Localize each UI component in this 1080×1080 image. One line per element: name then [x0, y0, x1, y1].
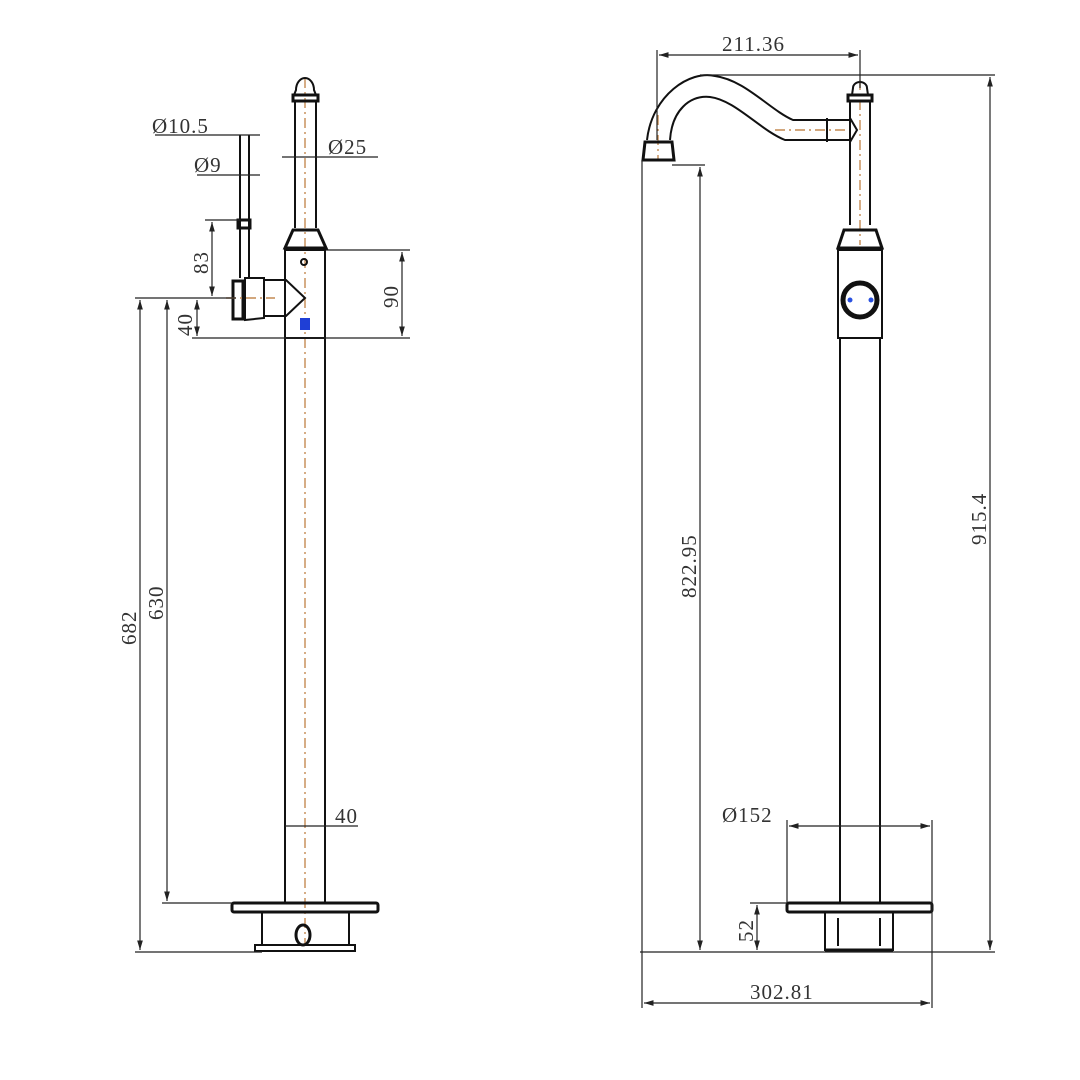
dim-pipe-dia: Ø25 [328, 135, 367, 159]
dim-base-dia: Ø152 [722, 803, 773, 827]
mixer-outline [641, 74, 934, 952]
dim-height-to-plate: 630 [144, 586, 168, 621]
front-view: 211.36 915.4 822.95 Ø152 52 302.81 [640, 32, 995, 1008]
dimension-lines [644, 52, 993, 1006]
dim-height-to-handle: 682 [117, 611, 141, 646]
extension-lines [135, 219, 410, 953]
dim-overall-width: 302.81 [750, 980, 814, 1004]
dim-overall-height: 915.4 [967, 493, 991, 545]
dimension-lines [137, 134, 405, 950]
marker [300, 318, 310, 330]
dim-spout-reach: 211.36 [722, 32, 785, 56]
extension-lines [640, 50, 995, 1008]
dim-base-height: 52 [734, 919, 758, 942]
dim-body-height: 90 [379, 285, 403, 308]
dim-column-width: 40 [335, 804, 358, 828]
dim-lever-height: 83 [189, 251, 213, 274]
dim-handle-offset: 40 [173, 313, 197, 336]
dim-lever-inner-dia: Ø9 [194, 153, 222, 177]
dim-lever-outer-dia: Ø10.5 [152, 114, 209, 138]
dim-spout-outlet-height: 822.95 [677, 534, 701, 598]
side-view: Ø10.5 Ø9 Ø25 83 90 40 682 630 40 [117, 77, 410, 953]
mixer-outline [226, 77, 380, 952]
